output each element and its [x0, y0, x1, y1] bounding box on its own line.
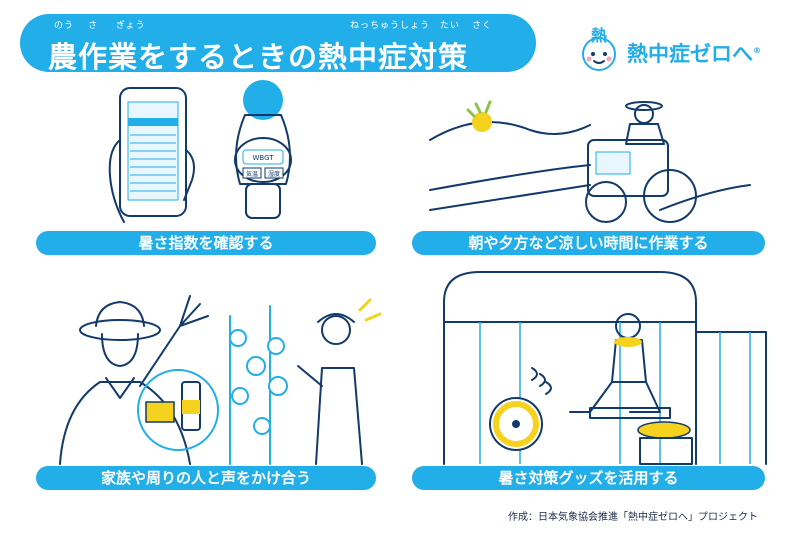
panel-1-caption: 暑さ指数を確認する [36, 231, 376, 255]
ruby-tai: たい [440, 21, 461, 31]
page-title: 農作業をするときの熱中症対策 [48, 40, 469, 74]
panel-4-illustration [443, 271, 767, 465]
panel-1-illustration: WBGT 気温 湿度 [108, 80, 292, 223]
ruby-gyou: ぎょう [116, 21, 146, 31]
panel-3-caption: 家族や周りの人と声をかけ合う [36, 466, 376, 490]
device-button-right: 湿度 [268, 170, 280, 178]
logo: 熱 熱中症ゼロへ® [575, 20, 785, 80]
ruby-nou: のう [54, 21, 75, 31]
credit-text: 作成：日本気象協会推進「熱中症ゼロへ」プロジェクト [508, 512, 758, 523]
device-label: WBGT [252, 154, 274, 162]
panel-2-caption: 朝や夕方など涼しい時間に作業する [412, 231, 765, 255]
logo-text: 熱中症ゼロへ® [627, 42, 761, 66]
mascot-label: 熱 [591, 26, 607, 45]
device-button-left: 気温 [246, 170, 258, 178]
ruby-sa: さ [88, 21, 99, 31]
panel-4-caption: 暑さ対策グッズを活用する [412, 466, 765, 490]
mascot-icon: 熱 [582, 26, 616, 71]
panel-2-illustration [429, 100, 751, 223]
panel-3-illustration [59, 295, 382, 465]
ruby-saku: さく [472, 21, 493, 31]
ruby-necchuushou: ねっちゅうしょう [350, 21, 431, 31]
title-banner: のう さ ぎょう ねっちゅうしょう たい さく 農作業をするときの熱中症対策 [20, 14, 536, 74]
